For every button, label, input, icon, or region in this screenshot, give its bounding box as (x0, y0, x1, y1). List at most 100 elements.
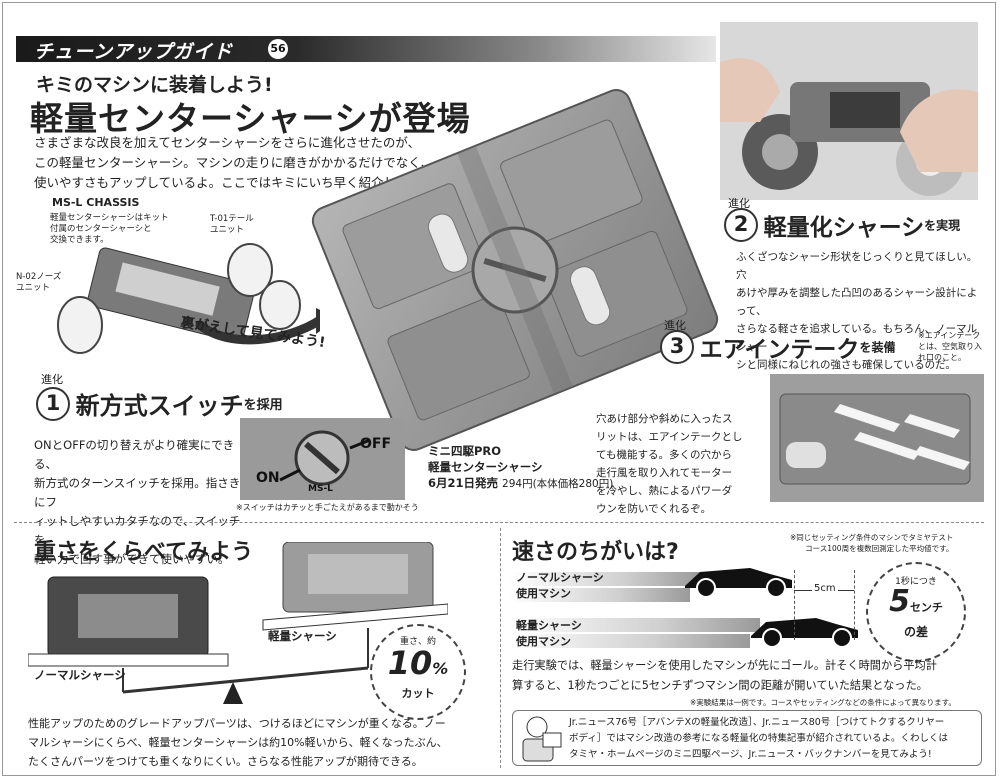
weight-badge-bottom: カット (401, 687, 435, 700)
section-3-line: ても機能する。多くの穴から (596, 449, 732, 461)
air-intake-image (770, 374, 984, 502)
n02-label: N-02ノーズ ユニット (16, 272, 61, 294)
section-2-title: 軽量化シャーシ (763, 215, 925, 241)
section-3-note-line: れ口のこと。 (918, 353, 966, 362)
section-2-line: さらなる軽さを追求している。もちろん、ノーマルシャー (736, 323, 978, 353)
light-machine-line: 軽量シャーシ (516, 619, 582, 632)
intro-line: さまざまな改良を加えてセンターシャーシをさらに進化させたのが、 (34, 135, 421, 150)
section-2-line: ふくざつなシャーシ形状をじっくりと見てほしい。穴 (736, 251, 978, 281)
ms-l-desc-line: 交換できます。 (50, 235, 109, 245)
section-3-title: エアインテーク (699, 337, 860, 363)
normal-machine-line: ノーマルシャーシ (516, 571, 604, 584)
weight-line: たくさんパーツをつけても重くなりにくい。さらなる性能アップが期待できる。 (28, 755, 423, 768)
header-issue-number: 56 (268, 39, 288, 59)
section-1-line: 新方式のターンスイッチを採用。指さきにフ (34, 476, 241, 509)
section-3-note: ※エアインテーク とは、空気取り入 れ口のこと。 (918, 330, 982, 363)
speed-badge-top: 1秒につき (895, 577, 937, 587)
normal-machine-label: ノーマルシャーシ 使用マシン (516, 570, 604, 602)
ms-l-title: MS-L CHASSIS (52, 196, 140, 209)
ms-l-desc-line: 軽量センターシャーシはキット (50, 213, 169, 223)
normal-machine-line: 使用マシン (516, 587, 571, 600)
evo-label: 進化 (41, 373, 63, 386)
section-3-line: リットは、エアインテークとし (596, 431, 743, 443)
switch-image (240, 418, 405, 500)
weight-body: 性能アップのためのグレードアップパーツは、つけるほどにマシンが重くなる。ノー マ… (28, 714, 498, 771)
switch-off-label: OFF (360, 436, 392, 452)
weight-comparison-image (28, 542, 448, 704)
section-divider (14, 522, 984, 523)
weight-badge-number: 10 (387, 644, 433, 682)
n02-label-line: N-02ノーズ (16, 272, 62, 282)
section-3-line: 走行風を取り入れてモーター (596, 467, 733, 479)
section-3-note-line: ※エアインテーク (918, 331, 981, 340)
product-price: 294円(本体価格280円) (502, 478, 614, 490)
light-chassis-label: 軽量シャーシ (268, 629, 337, 643)
t01-label-line: ユニット (210, 225, 245, 235)
normal-speed-line (510, 588, 690, 602)
speed-body: 走行実験では、軽量シャーシを使用したマシンが先にゴール。計そく時間から平均計 算… (512, 656, 992, 696)
t01-label-line: T-01テール (210, 214, 254, 224)
n02-label-line: ユニット (16, 283, 51, 293)
ms-l-chassis-image (57, 243, 320, 354)
speed-badge-number: 5 (889, 584, 910, 619)
speed-badge-bottom: の差 (903, 625, 928, 639)
product-name-1: ミニ四駆PRO (428, 444, 502, 458)
section-1-body: ONとOFFの切り替えがより確実にできる、 新方式のターンスイッチを採用。指さき… (34, 436, 244, 569)
news-box: Jr.ニュース76号［アバンテXの軽量化改造］、Jr.ニュース80号［つけてトク… (512, 710, 982, 766)
light-car-silhouette (751, 618, 858, 648)
speed-line: 走行実験では、軽量シャーシを使用したマシンが先にゴール。計そく時間から平均計 (512, 659, 937, 672)
product-release-date: 6月21日発売 (428, 476, 499, 490)
speed-note-line: コース100周を複数回測定した平均値です。 (805, 544, 954, 553)
section-3-note-line: とは、空気取り入 (918, 342, 982, 351)
intro-text: さまざまな改良を加えてセンターシャーシをさらに進化させたのが、 この軽量センター… (34, 133, 444, 193)
section-2-suffix: を実現 (924, 218, 961, 233)
ms-l-desc-line: 付属のセンターシャーシと (50, 224, 152, 234)
gap-marker (854, 570, 855, 640)
intro-line: この軽量センターシャーシ。マシンの走りに磨きがかかるだけでなく、 (34, 155, 434, 170)
product-info: ミニ四駆PRO 軽量センターシャーシ 6月21日発売 294円(本体価格280円… (428, 443, 613, 492)
gap-label: 5cm (812, 583, 838, 594)
section-2-line: あけや厚みを調整した凸凹のあるシャーシ設計によって、 (736, 287, 978, 317)
news-line: タミヤ・ホームページのミニ四駆ページ、Jr.ニュース・バックナンバーを見てみよう… (569, 749, 932, 760)
section-1-line: 軽い力で回す事ができて使いやすい。 (34, 552, 230, 566)
light-machine-label: 軽量シャーシ 使用マシン (516, 618, 582, 650)
section-3-number: 3 (660, 330, 694, 364)
speed-note: ※同じセッティング条件のマシンでタミヤテスト コース100周を複数回測定した平均… (790, 532, 953, 554)
ms-l-desc: 軽量センターシャーシはキット 付属のセンターシャーシと 交換できます。 (50, 213, 169, 246)
headline: 軽量センターシャーシが登場 (30, 99, 471, 138)
normal-car-silhouette (685, 568, 792, 598)
speed-title: 速さのちがいは? (512, 540, 679, 565)
section-1-line: ィットしやすいカタチなので、スイッチを (34, 514, 241, 547)
section-2-heading: 2 軽量化シャーシを実現 (724, 208, 960, 242)
section-3-line: を冷やし、熱によるパワーダ (596, 485, 733, 497)
t01-label: T-01テール ユニット (210, 214, 254, 236)
news-line: ボディ］ではマシン改造の参考になる軽量化の特集記事が紹介されているよ。くわしくは (569, 733, 949, 744)
weight-badge-percent: % (432, 659, 449, 678)
speed-note-line: ※同じセッティング条件のマシンでタミヤテスト (790, 533, 954, 542)
weight-line: 性能アップのためのグレードアップパーツは、つけるほどにマシンが重くなる。ノー (28, 717, 446, 730)
intro-line: 使いやすさもアップしているよ。ここではキミにいち早く紹介しよう。 (34, 175, 433, 190)
column-divider (500, 528, 501, 768)
section-1-title: 新方式スイッチ (75, 392, 244, 420)
weight-badge: 重さ、約 10% カット (370, 624, 466, 720)
section-3-line: ウンを防いでくれるぞ。 (596, 503, 712, 515)
section-3-heading: 3 エアインテークを装備 (660, 330, 895, 364)
section-1-heading: 1 新方式スイッチを採用 (36, 386, 283, 421)
speed-disclaimer: ※実験結果は一例です。コースやセッティングなどの条件によって異なります。 (690, 698, 956, 707)
light-speed-line (510, 634, 750, 648)
weight-title: 重さをくらべてみよう (34, 540, 254, 565)
weight-line: マルシャーシにくらべ、軽量センターシャーシは約10%軽いから、軽くなったぶん、 (28, 736, 448, 749)
hand-holding-chassis-image (720, 22, 978, 200)
news-line: Jr.ニュース76号［アバンテXの軽量化改造］、Jr.ニュース80号［つけてトク… (569, 717, 945, 728)
speed-badge: 1秒につき 5センチ の差 (866, 562, 966, 662)
weight-badge-top: 重さ、約 (399, 637, 436, 647)
evo-label: 進化 (728, 197, 750, 210)
section-3-body: 穴あけ部分や斜めに入ったス リットは、エアインテークとし ても機能する。多くの穴… (596, 410, 766, 518)
chassis-photo (720, 22, 978, 200)
light-machine-line: 使用マシン (516, 635, 571, 648)
evo-label: 進化 (664, 319, 686, 332)
normal-speed-line (510, 572, 700, 586)
section-1-number: 1 (36, 386, 70, 421)
news-text: Jr.ニュース76号［アバンテXの軽量化改造］、Jr.ニュース80号［つけてトク… (569, 715, 979, 763)
